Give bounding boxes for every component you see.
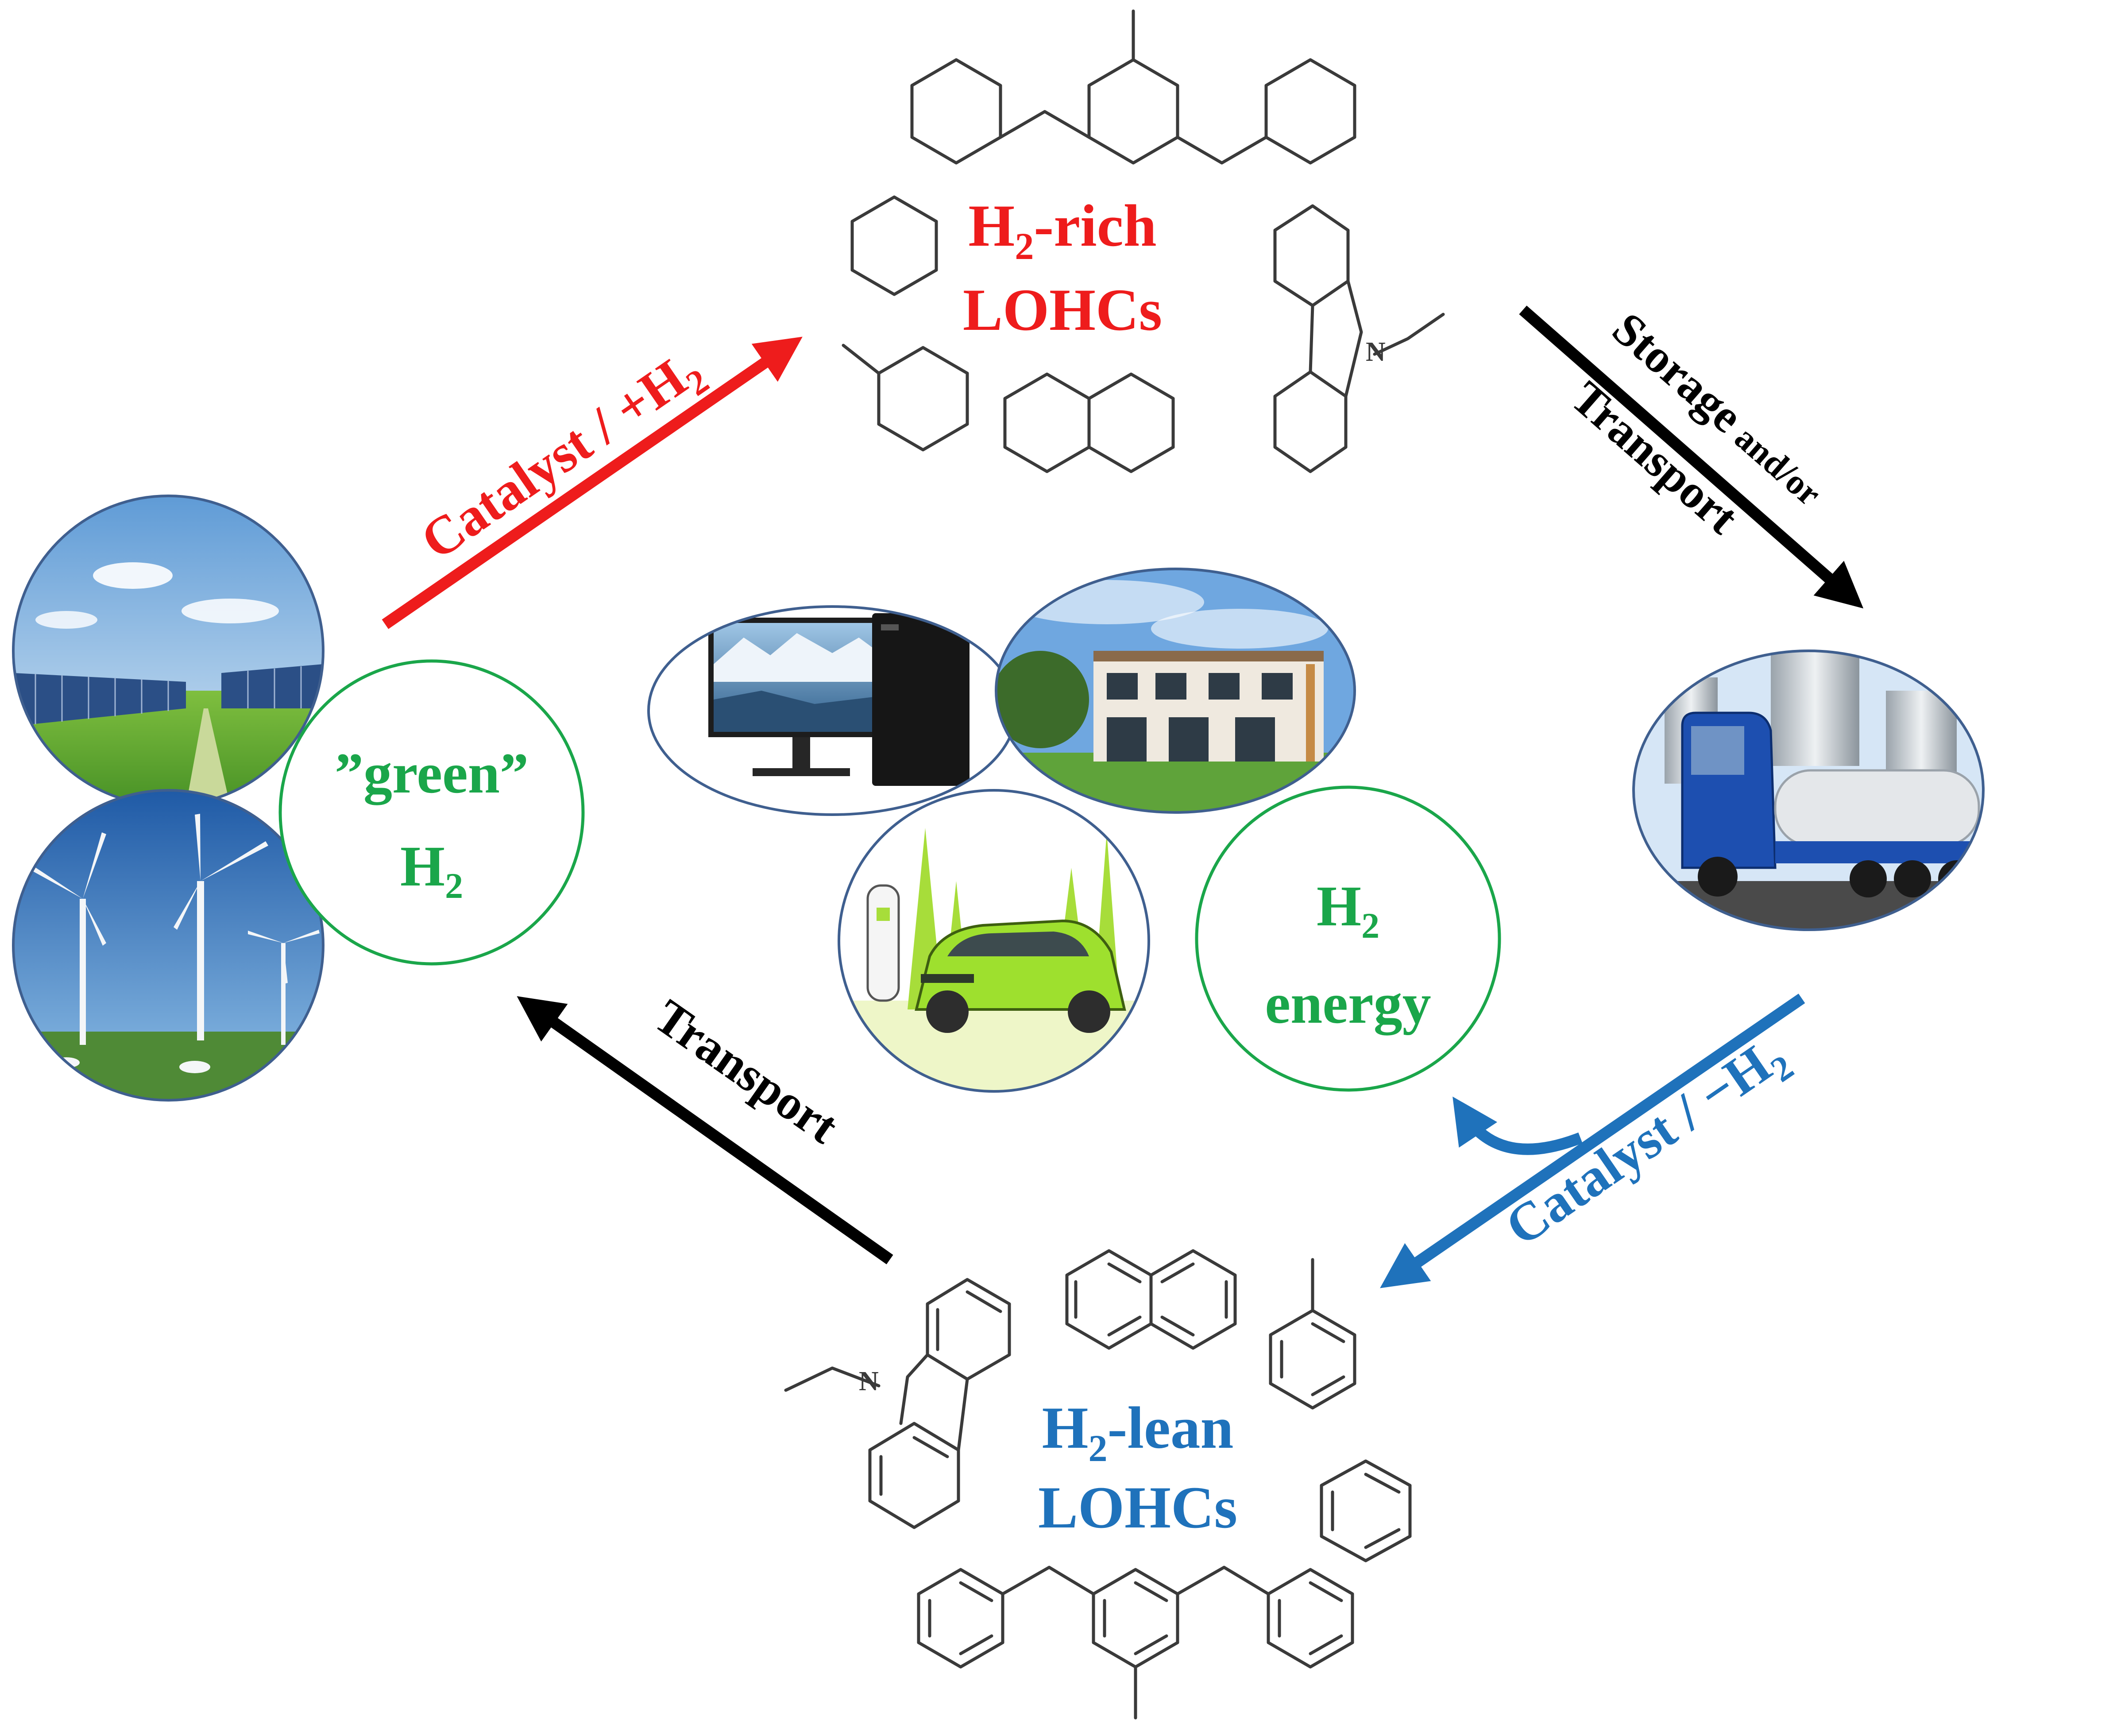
naphthalene-structure — [1065, 1249, 1237, 1350]
dibenzyltoluene-structure — [917, 1566, 1354, 1720]
cyclohexane-structure — [850, 195, 938, 296]
tanker-truck-photo — [1634, 651, 1983, 930]
transport-left-label: Transport — [645, 989, 848, 1154]
h2-lean-molecules: N — [784, 1249, 1412, 1720]
h2-rich-label-line2: LOHCs — [963, 277, 1162, 343]
perhydro-dibenzyltoluene-structure — [910, 9, 1356, 165]
catalyst-plus-h2-label: Catalyst / +H2 — [410, 338, 716, 577]
electric-car-photo — [839, 790, 1149, 1091]
perhydro-n-ethylcarbazole-structure — [1273, 204, 1445, 473]
methylcyclohexane-structure — [842, 344, 969, 452]
decalin-structure — [1003, 372, 1175, 473]
green-label-line1: ”green” — [335, 742, 529, 805]
n-atom-label-top: N — [1366, 337, 1386, 367]
n-atom-label-bottom: N — [859, 1366, 879, 1396]
h2-lean-label-line2: LOHCs — [1038, 1475, 1237, 1541]
wind-photo-border — [12, 789, 324, 1102]
h2-rich-label-line1: H2-rich — [968, 193, 1156, 267]
green-h2-circle — [278, 659, 585, 966]
green-label-h2: H2 — [400, 835, 463, 906]
solar-panel-photo — [13, 496, 323, 806]
storage-arrow — [1519, 305, 1864, 609]
h2-lean-label-line1: H2-lean — [1042, 1395, 1234, 1469]
truck-photo-border — [1632, 650, 1985, 931]
energy-label-h2: H2 — [1317, 874, 1379, 946]
benzene-structure — [1320, 1459, 1412, 1562]
transport-arrow — [517, 996, 893, 1264]
dehydrogenation-arrow — [1380, 994, 1805, 1288]
energy-branch-arrow — [1452, 1096, 1583, 1155]
car-photo-border — [838, 789, 1150, 1093]
h2-energy-circle — [1195, 785, 1501, 1092]
toluene-structure — [1269, 1258, 1356, 1410]
hydrogenation-arrow — [382, 336, 803, 629]
house-photo-border — [995, 568, 1356, 814]
energy-label-line2: energy — [1265, 972, 1431, 1036]
computer-photo — [649, 607, 1016, 815]
n-ethylcarbazole-structure — [784, 1278, 1011, 1529]
h2-rich-molecules: N — [842, 9, 1445, 473]
house-photo — [996, 569, 1355, 812]
